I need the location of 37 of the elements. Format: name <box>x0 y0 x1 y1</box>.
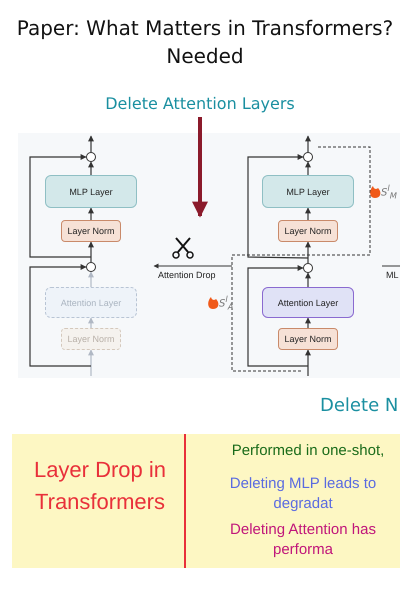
arrow <box>192 117 208 218</box>
layer-box: Layer Norm <box>61 328 121 350</box>
arrow <box>305 349 311 376</box>
arrow <box>247 154 308 259</box>
arrow <box>305 161 311 175</box>
arrow <box>88 317 94 328</box>
arrow <box>305 135 311 152</box>
summary-text: Performed in one-shot, <box>230 442 386 459</box>
section-heading: Delete N <box>320 396 398 416</box>
arrow-label: Attention Drop <box>158 271 216 281</box>
arrow <box>88 161 94 175</box>
arrow-label: ML <box>386 271 399 281</box>
panel-heading: Layer Drop in Transformers <box>32 456 168 516</box>
summary-panel <box>12 434 400 568</box>
layer-box: Attention Layer <box>45 287 137 318</box>
layer-box: Layer Norm <box>278 328 338 350</box>
layer-box: MLP Layer <box>45 175 137 208</box>
layer-box: Layer Norm <box>278 220 338 242</box>
layer-box: Attention Layer <box>262 287 354 318</box>
arrow <box>29 154 91 258</box>
arrow <box>88 135 94 152</box>
arrow <box>88 207 94 220</box>
arrow <box>305 272 311 287</box>
arrow <box>305 241 311 263</box>
summary-text: Deleting Attention has performa <box>229 520 377 560</box>
section-heading: Delete Attention Layers <box>97 91 303 115</box>
arrow <box>305 207 311 220</box>
arrow <box>88 349 94 376</box>
arrow <box>88 271 94 287</box>
arrow <box>247 265 308 367</box>
arrow <box>29 264 91 367</box>
arrow <box>88 241 94 262</box>
title: Paper: What Matters in Transformers? Needed <box>16 15 394 70</box>
layer-box: MLP Layer <box>262 175 354 208</box>
arrow <box>305 317 311 328</box>
layer-box: Layer Norm <box>61 220 121 242</box>
summary-text: Deleting MLP leads to degradat <box>228 474 378 514</box>
